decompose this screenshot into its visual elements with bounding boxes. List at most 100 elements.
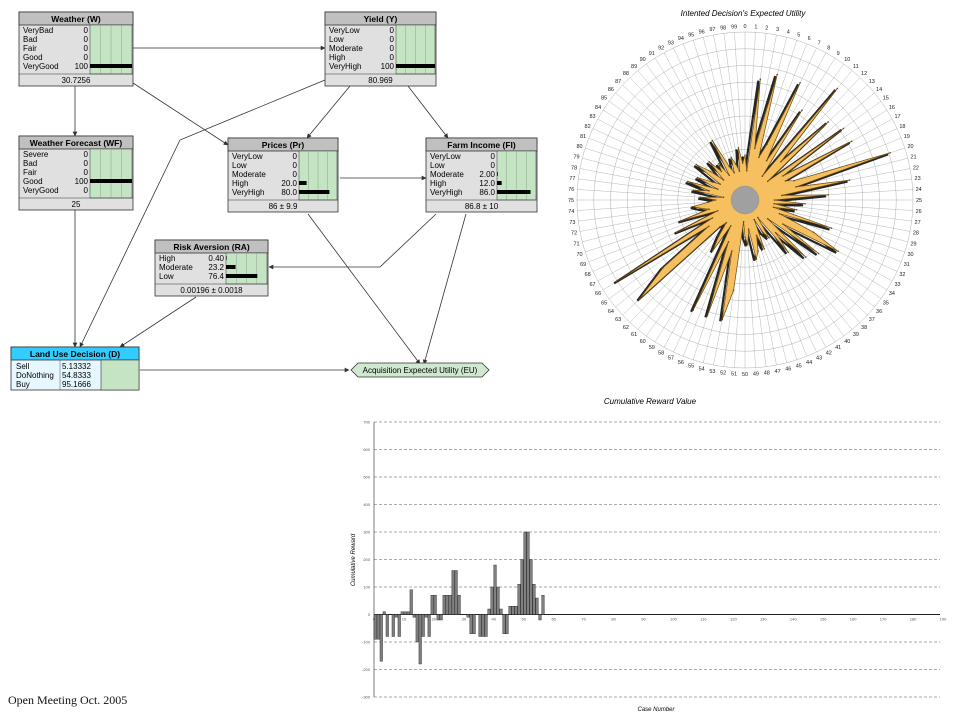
radar-category-label: 29 [910,241,916,247]
radar-category-label: 53 [709,369,715,375]
node-title: Weather Forecast (WF) [30,138,123,148]
radar-category-label: 82 [585,124,591,130]
radar-point [719,183,721,185]
radar-category-label: 36 [876,309,882,315]
radar-category-label: 1 [754,24,757,30]
radar-category-label: 70 [576,252,582,258]
node-prob-bar [226,265,236,269]
node-state-value: 0 [390,35,395,44]
bar-mark [400,611,404,615]
node-state-value: 2.00 [479,170,495,179]
decision-state-label-buy: Buy [16,380,30,389]
radar-point [782,223,784,225]
bar-mark [487,608,491,615]
radar-point [737,147,740,149]
node-prob-bar [497,181,502,185]
radar-point [692,189,695,191]
bar-mark [397,614,401,637]
bar-x-tick-label: 110 [700,617,707,622]
bar-mark [493,564,497,615]
radar-category-label: 9 [837,51,840,57]
bar-y-tick-label: 700 [363,420,370,425]
radar-category-label: 98 [720,25,726,31]
decision-bar-area [100,359,140,391]
radar-point [727,240,730,243]
radar-point [746,169,748,172]
node-state-label: Moderate [159,263,193,272]
bar-mark [421,614,425,637]
bar-y-tick-label: 100 [363,585,370,590]
node-state-value: 100 [381,62,395,71]
radar-point [747,243,749,246]
radar-category-label: 30 [907,252,913,258]
radar-point [812,231,815,233]
radar-category-label: 78 [571,165,577,171]
bar-chart: Cumulative Reward Value -300-200-1000100… [351,397,947,713]
radar-point [733,171,735,174]
radar-point [700,207,702,210]
radar-category-label: 17 [894,114,900,120]
radar-point [686,180,689,183]
node-acquisition-expected-utility[interactable]: Acquisition Expected Utility (EU) [350,362,490,378]
radar-point [747,228,750,230]
radar-point [699,196,702,198]
bar-x-tick-label: 180 [910,617,917,622]
radar-category-label: 80 [576,144,582,150]
node-land-use-decision[interactable]: Land Use Decision (D) Sell 5.13332 DoNot… [10,346,140,391]
node-state-value: 0 [390,26,395,35]
radar-category-label: 99 [731,24,737,30]
radar-category-label: 81 [580,134,586,140]
radar-point [757,250,759,252]
radar-point [827,121,829,123]
bar-mark [391,614,395,637]
bar-mark [418,614,422,665]
radar-category-label: 42 [826,351,832,357]
radar-point [675,231,678,233]
radar-point [768,237,770,239]
radar-category-label: 64 [608,309,614,315]
node-state-label: Low [159,272,174,281]
bar-y-tick-label: -200 [362,667,371,672]
bar-mark [508,606,512,615]
bar-x-tick-label: 130 [760,617,767,622]
bar-mark [379,614,383,662]
radar-point [730,156,732,159]
bar-x-tick-label: 10 [402,617,407,622]
bar-mark [469,614,473,634]
bar-mark [373,614,377,640]
radar-spoke [744,199,844,337]
utility-title: Acquisition Expected Utility (EU) [363,366,478,375]
radar-category-label: 92 [658,46,664,52]
radar-point [720,170,723,173]
radar-point [848,179,851,181]
radar-point [759,78,762,80]
radar-series [613,73,891,322]
radar-point [706,315,709,317]
radar-point [708,208,710,210]
radar-point [732,289,735,292]
bar-mark [406,611,410,615]
bar-x-tick-label: 150 [820,617,827,622]
node-title: Weather (W) [51,14,101,24]
radar-category-label: 85 [601,96,607,102]
node-state-label: VeryLow [232,152,263,161]
radar-point [716,210,719,212]
bar-y-tick-label: 600 [363,447,370,452]
radar-category-label: 90 [640,57,646,63]
radar-category-label: 31 [904,262,910,268]
radar-point [762,231,764,234]
radar-point [744,236,746,238]
radar-center-disc [730,185,760,215]
node-state-label: Fair [23,168,37,177]
radar-spoke [734,199,746,368]
node-state-value: 76.4 [208,272,224,281]
node-state-value: 23.2 [208,263,224,272]
radar-category-label: 10 [844,57,850,63]
